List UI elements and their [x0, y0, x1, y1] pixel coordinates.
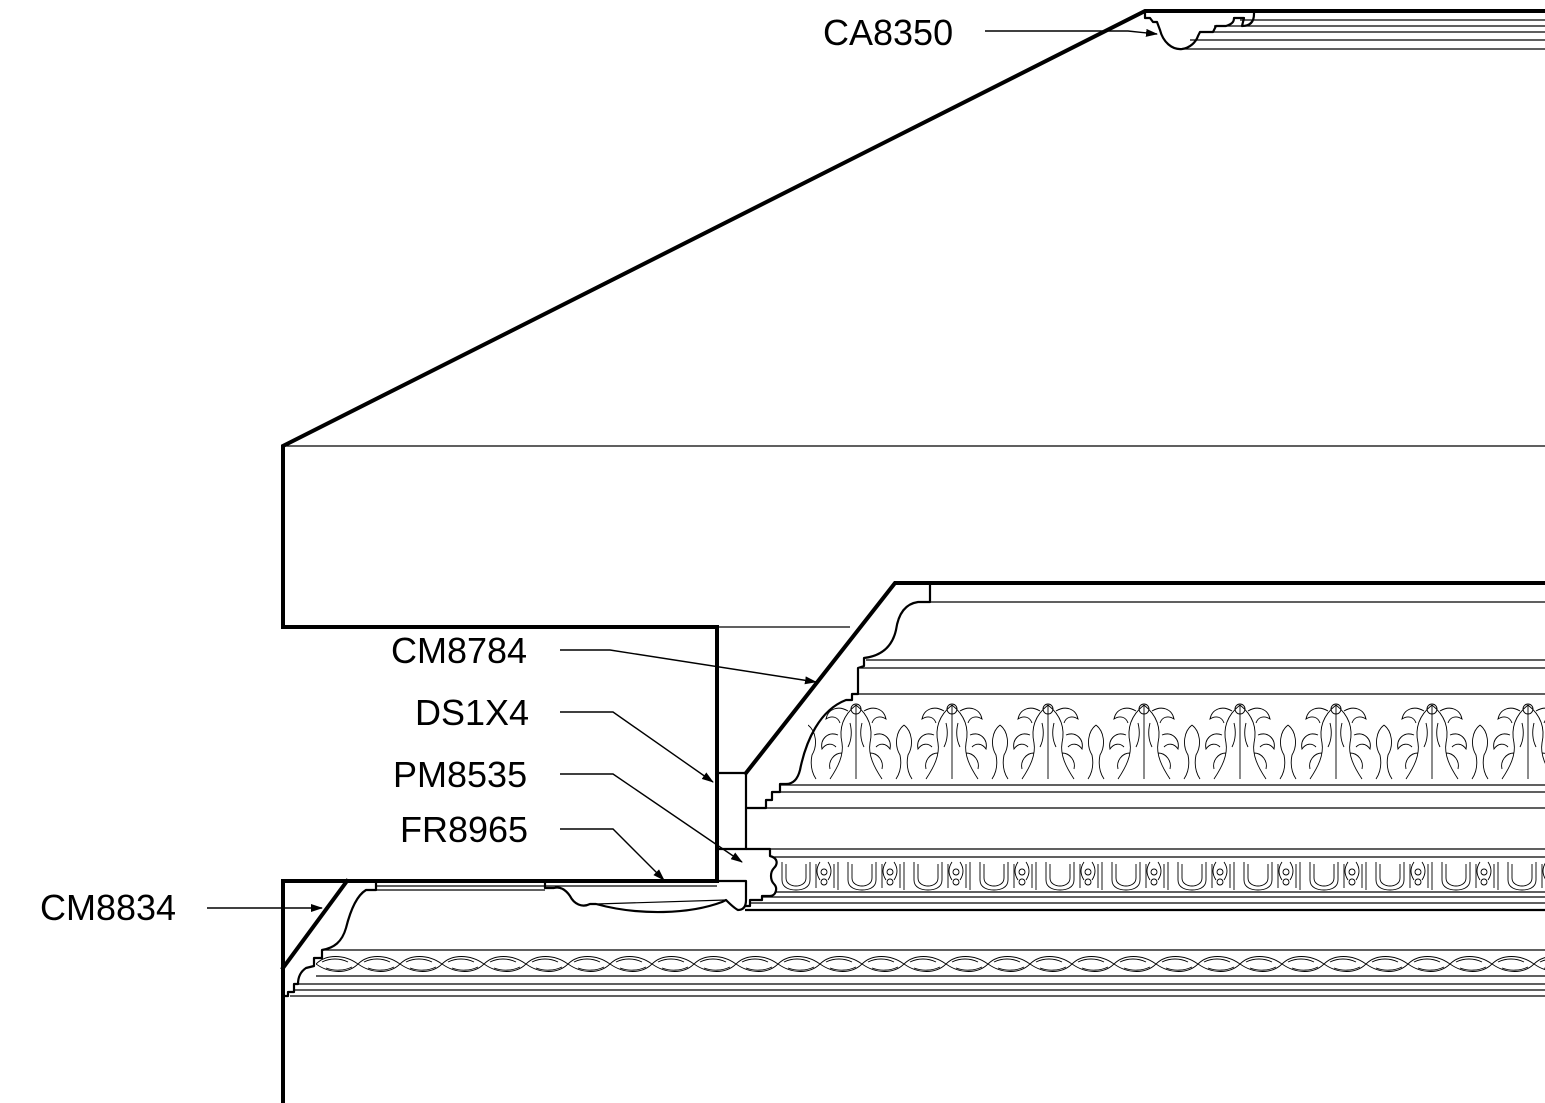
pm8535-profile — [745, 847, 1545, 912]
leader-lines — [207, 28, 1158, 912]
callout-pm8535: PM8535 — [393, 754, 528, 795]
callout-cm8784: CM8784 — [391, 630, 528, 671]
cm8834-profile — [280, 878, 1545, 998]
fr8965-profile — [543, 879, 748, 914]
callout-fr8965: FR8965 — [400, 809, 529, 850]
ca8350-profile — [1143, 11, 1545, 51]
leader-cm8784 — [560, 649, 817, 685]
callout-ds1x4: DS1X4 — [415, 692, 530, 733]
leader-ds1x4 — [560, 711, 714, 783]
leader-pm8535 — [560, 773, 743, 863]
leader-ca8350 — [985, 28, 1158, 37]
callout-ca8350: CA8350 — [823, 12, 954, 53]
soffit-hairlines — [283, 445, 1545, 628]
cm8784-profile — [746, 583, 1545, 810]
structure-outline — [281, 9, 1545, 1103]
leader-fr8965 — [560, 828, 665, 881]
callout-cm8834: CM8834 — [40, 887, 177, 928]
